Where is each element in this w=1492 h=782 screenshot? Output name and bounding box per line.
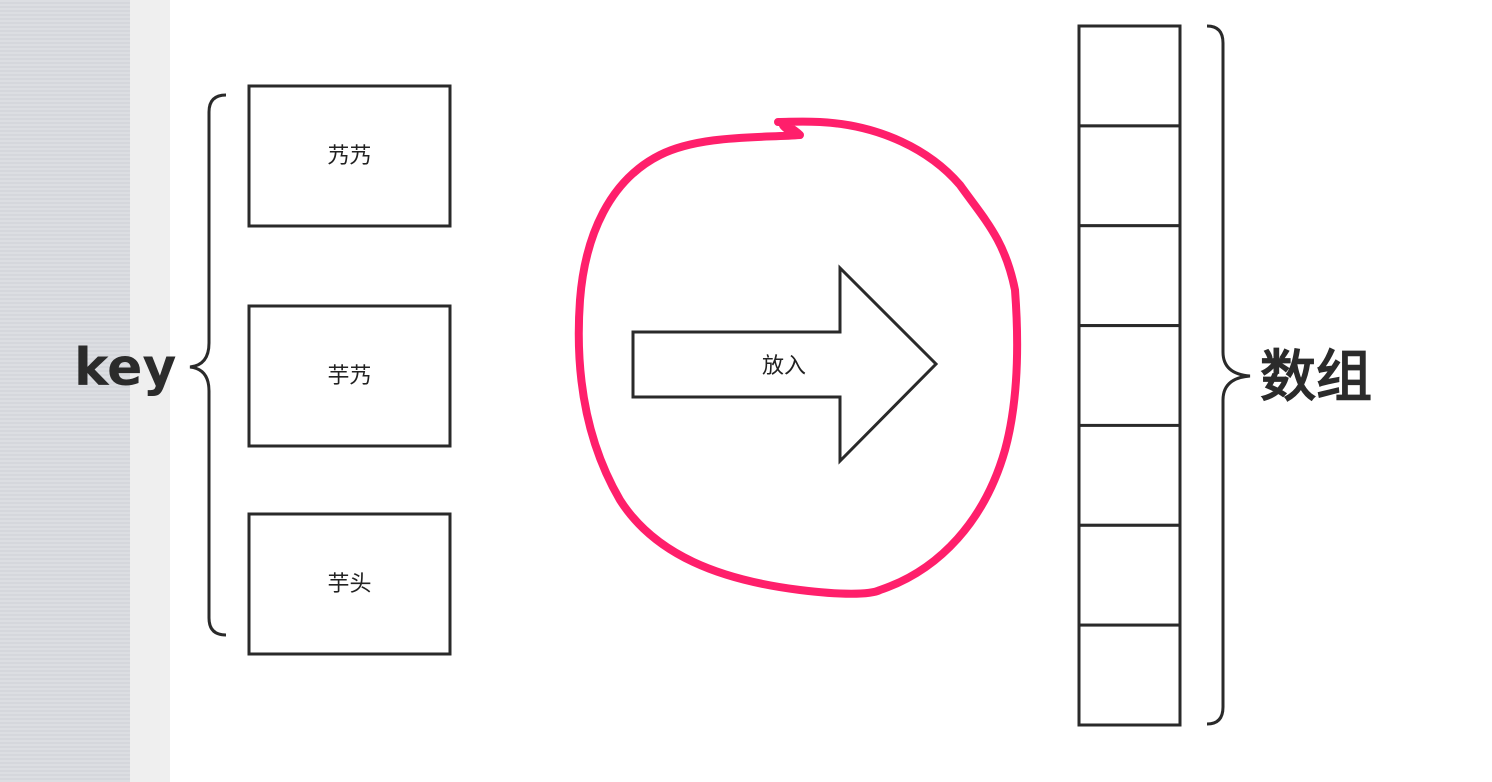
highlight-circle [574, 117, 1022, 598]
key-box-1 [247, 84, 452, 228]
array-slot [1077, 423, 1182, 527]
array-label: 数组 [1260, 345, 1372, 410]
key-box-2 [247, 304, 452, 448]
array-slot [1077, 623, 1182, 727]
array-column [1077, 24, 1182, 727]
left-brace [189, 93, 227, 637]
key-box-3-label: 芋头 [327, 572, 372, 597]
array-slot [1077, 224, 1182, 328]
arrow-label: 放入 [761, 354, 806, 379]
array-slot [1077, 523, 1182, 627]
array-slot [1077, 324, 1182, 428]
array-slot [1077, 124, 1182, 228]
array-slot [1077, 24, 1182, 128]
left-side-panel [0, 0, 130, 782]
key-box-3 [247, 512, 452, 656]
key-box-2-label: 芋艿 [327, 364, 372, 389]
key-label: key [74, 338, 177, 398]
key-box-1-label: 艿艿 [327, 144, 372, 169]
put-in-arrow [631, 264, 939, 465]
right-brace [1206, 24, 1251, 726]
left-gutter [130, 0, 170, 782]
